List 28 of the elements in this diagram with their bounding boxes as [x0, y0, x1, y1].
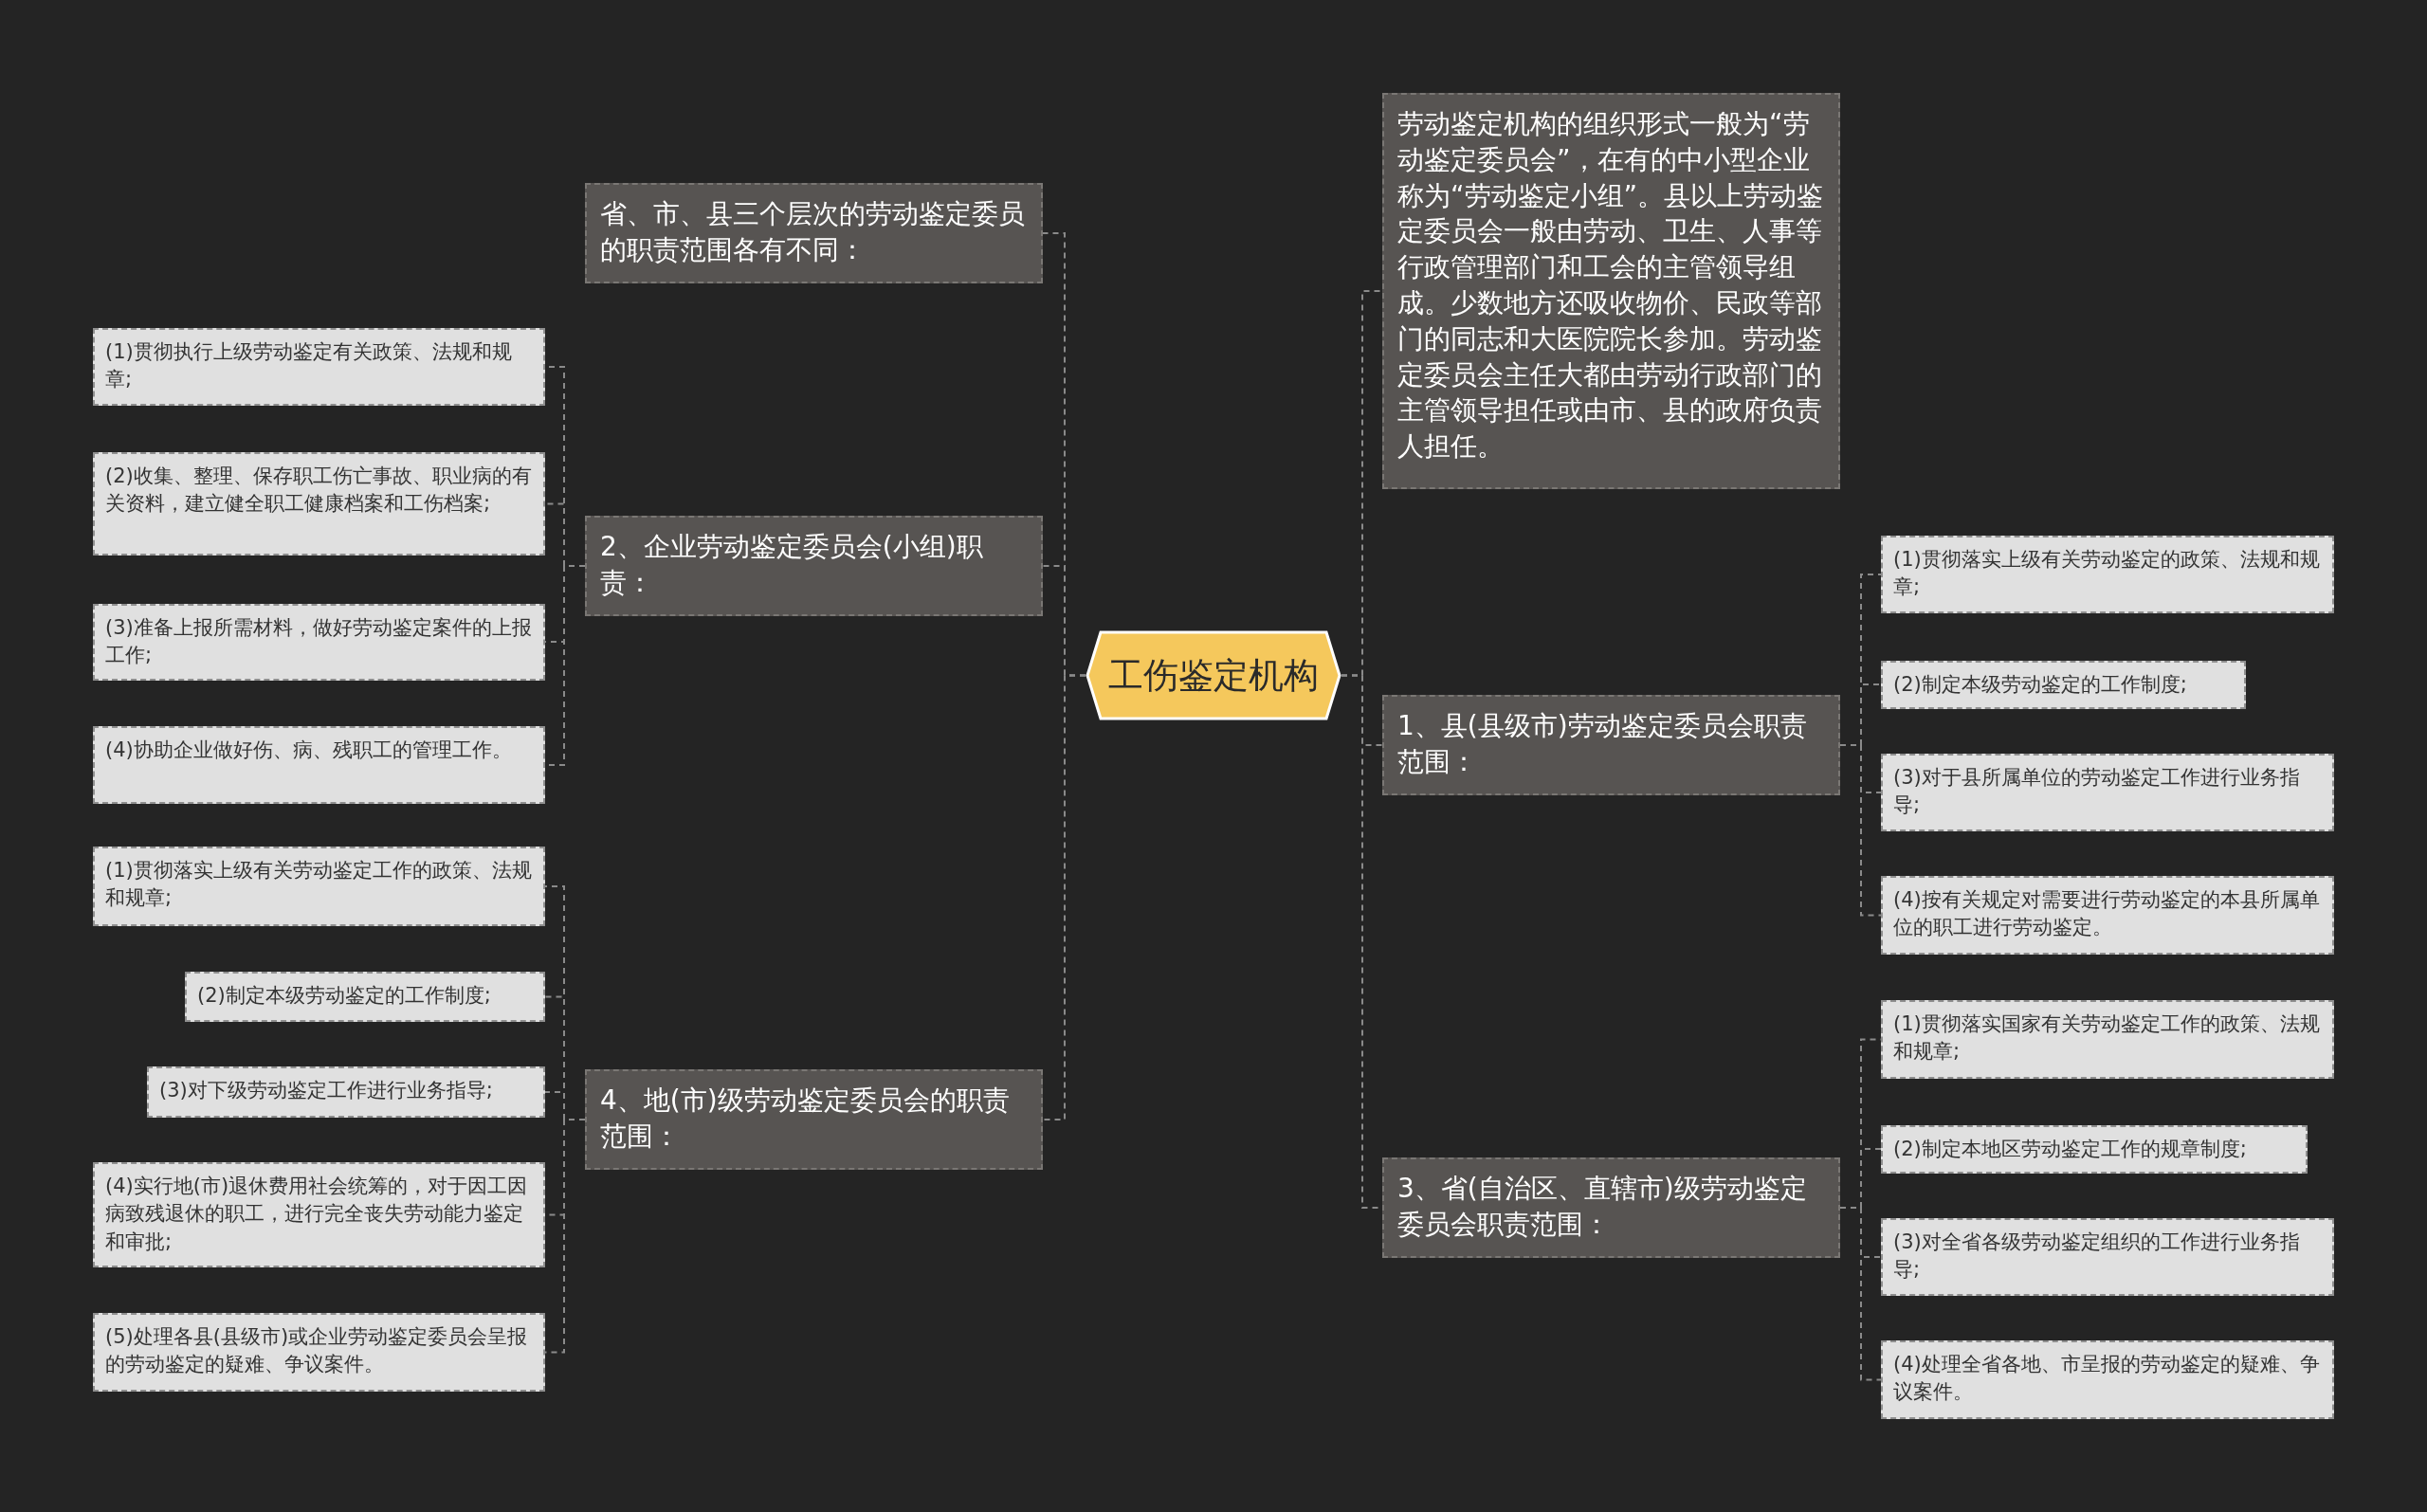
detail-box: (5)处理各县(县级市)或企业劳动鉴定委员会呈报的劳动鉴定的疑难、争议案件。	[93, 1313, 545, 1392]
branch-box: 劳动鉴定机构的组织形式一般为“劳动鉴定委员会”，在有的中小型企业称为“劳动鉴定小组”。县以上劳动鉴定委员会一般由劳动、卫生、人事等行政管理部门和工会的主管领导组成。少数地方还吸收物价、民政等部门的同志和大医院院长参加。劳动鉴定委员会主任大都由劳动行政部门的主管领导担任或由市、县的政府负责人担任。	[1382, 93, 1840, 489]
connector-line	[1839, 1207, 1882, 1381]
detail-box: (2)制定本级劳动鉴定的工作制度;	[1881, 661, 2246, 710]
detail-box: (2)制定本地区劳动鉴定工作的规章制度;	[1881, 1125, 2308, 1175]
central-topic-hexagon	[1086, 630, 1341, 720]
detail-box: (4)处理全省各地、市呈报的劳动鉴定的疑难、争议案件。	[1881, 1340, 2334, 1419]
branch-box: 省、市、县三个层次的劳动鉴定委员的职责范围各有不同：	[585, 183, 1043, 283]
detail-box: (4)按有关规定对需要进行劳动鉴定的本县所属单位的职工进行劳动鉴定。	[1881, 876, 2334, 955]
topic-text: 工伤鉴定机构	[1108, 653, 1319, 698]
detail-box: (1)贯彻落实国家有关劳动鉴定工作的政策、法规和规章;	[1881, 1000, 2334, 1079]
branch-box: 1、县(县级市)劳动鉴定委员会职责范围：	[1382, 695, 1840, 795]
branch-box: 3、省(自治区、直辖市)级劳动鉴定委员会职责范围：	[1382, 1157, 1840, 1258]
detail-box: (3)准备上报所需材料，做好劳动鉴定案件的上报工作;	[93, 604, 545, 681]
detail-box: (3)对下级劳动鉴定工作进行业务指导;	[147, 1066, 545, 1118]
detail-box: (4)实行地(市)退休费用社会统筹的，对于因工因病致残退休的职工，进行完全丧失劳动能力鉴定和审批;	[93, 1162, 545, 1267]
detail-box: (2)制定本级劳动鉴定的工作制度;	[185, 972, 545, 1022]
detail-box: (3)对于县所属单位的劳动鉴定工作进行业务指导;	[1881, 754, 2334, 831]
detail-box: (1)贯彻落实上级有关劳动鉴定工作的政策、法规和规章;	[93, 847, 545, 926]
connector-line	[1839, 744, 1882, 917]
detail-box: (4)协助企业做好伤、病、残职工的管理工作。	[93, 726, 545, 804]
branch-box: 2、企业劳动鉴定委员会(小组)职责：	[585, 516, 1043, 616]
connector-line	[1042, 674, 1086, 1120]
detail-box: (3)对全省各级劳动鉴定组织的工作进行业务指导;	[1881, 1218, 2334, 1296]
detail-box: (2)收集、整理、保存职工伤亡事故、职业病的有关资料，建立健全职工健康档案和工伤档案;	[93, 452, 545, 556]
branch-box: 4、地(市)级劳动鉴定委员会的职责范围：	[585, 1069, 1043, 1170]
detail-box: (1)贯彻执行上级劳动鉴定有关政策、法规和规章;	[93, 328, 545, 406]
detail-box: (1)贯彻落实上级有关劳动鉴定的政策、法规和规章;	[1881, 536, 2334, 613]
